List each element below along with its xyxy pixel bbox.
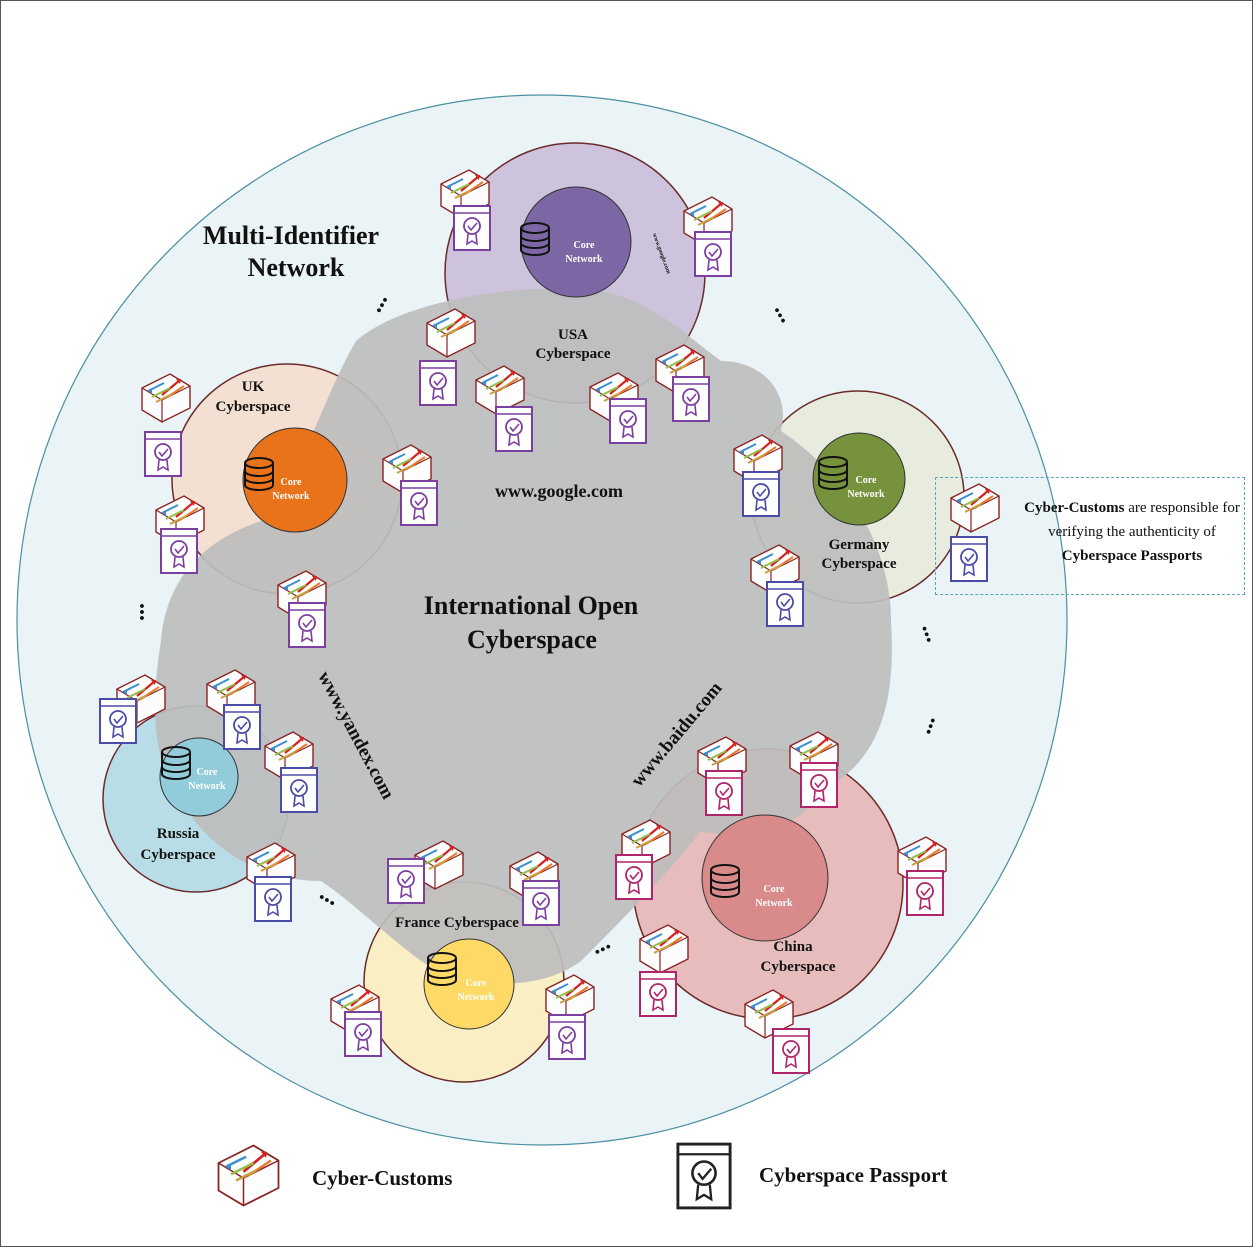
- note-bold-customs: Cyber-Customs: [1024, 500, 1125, 516]
- germany-label-line2: Cyberspace: [822, 556, 897, 572]
- france-core-label-1: Core: [466, 978, 487, 989]
- france-core-network: [423, 938, 515, 1030]
- usa-core-label-2: Network: [565, 254, 603, 265]
- uk-core-network: [242, 427, 348, 533]
- note-text: Cyber-Customs are responsible for verify…: [1021, 496, 1243, 568]
- google-domain-label: www.google.com: [495, 481, 623, 501]
- usa-label-line2: Cyberspace: [536, 346, 611, 362]
- svg-text:...: ...: [134, 603, 160, 621]
- china-core-label-2: Network: [755, 898, 793, 909]
- china-core-network: [701, 814, 829, 942]
- note-body: are responsible for verifying the authen…: [1048, 500, 1240, 540]
- uk-core-label-1: Core: [281, 477, 302, 488]
- china-label-line2: Cyberspace: [761, 959, 836, 975]
- usa-core-label-1: Core: [574, 240, 595, 251]
- russia-core-label-1: Core: [197, 767, 218, 778]
- legend-passport-icon: [676, 1142, 732, 1210]
- russia-label-line1: Russia: [157, 826, 200, 842]
- germany-core-network: [812, 432, 906, 526]
- multi-identifier-title-line1: Multi-Identifier: [203, 221, 379, 250]
- note-bold-passports: Cyberspace Passports: [1061, 548, 1203, 564]
- international-title-line2: Cyberspace: [467, 625, 597, 654]
- china-core-label-1: Core: [764, 884, 785, 895]
- legend-passport-label: Cyberspace Passport: [759, 1163, 948, 1187]
- russia-label-line2: Cyberspace: [141, 847, 216, 863]
- international-title-line1: International Open: [424, 591, 639, 620]
- germany-label-line1: Germany: [829, 537, 890, 553]
- france-label: France Cyberspace: [395, 915, 519, 931]
- multi-identifier-title-line2: Network: [248, 253, 345, 282]
- germany-core-label-1: Core: [856, 475, 877, 486]
- usa-label-line1: USA: [558, 327, 588, 343]
- china-label-line1: China: [773, 939, 813, 955]
- cyber-customs-note: Cyber-Customs are responsible for verify…: [935, 477, 1245, 595]
- uk-core-label-2: Network: [272, 491, 310, 502]
- uk-label-line1: UK: [242, 379, 265, 395]
- legend-cyber-customs-icon: [217, 1144, 280, 1207]
- legend-cyber-customs-label: Cyber-Customs: [312, 1166, 453, 1190]
- france-core-label-2: Network: [457, 992, 495, 1003]
- uk-label-line2: Cyberspace: [216, 399, 291, 415]
- russia-core-label-2: Network: [188, 781, 226, 792]
- germany-core-label-2: Network: [847, 489, 885, 500]
